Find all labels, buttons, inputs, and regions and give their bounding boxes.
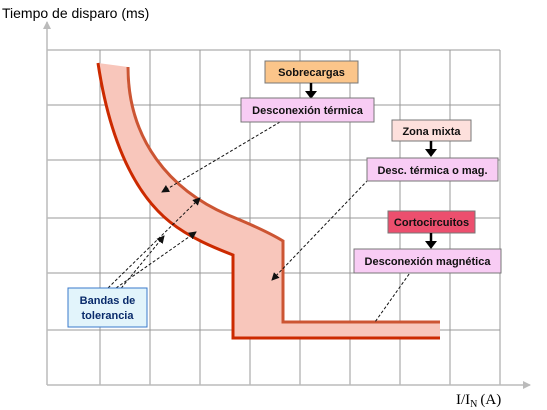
x-axis-title-subscript: N [470,399,477,410]
zona-mixta-arrow-head [425,149,437,157]
leader-bandas-1 [107,197,201,289]
zona-mixta-group: Zona mixta Desc. térmica o mag. [366,119,499,182]
upper-curve [126,66,440,324]
leader-magnetica [374,269,413,323]
cortocircuitos-group: Cortocircuitos Desconexión magnética [353,210,502,274]
cortocircuitos-label: Cortocircuitos [394,217,469,229]
desconexion-termica-label: Desconexión térmica [252,105,364,117]
sobrecargas-group: Sobrecargas Desconexión térmica [240,60,375,123]
sobrecargas-arrow-head [305,91,317,99]
sobrecargas-label: Sobrecargas [278,67,345,79]
zona-mixta-label: Zona mixta [402,126,461,138]
axes [43,21,531,389]
leader-termica [161,121,281,193]
desconexion-termica-box [240,97,375,123]
desc-termica-mag-label: Desc. térmica o mag. [377,165,487,177]
x-axis-title: I/IN(A) [456,392,501,410]
bandas-tolerancia-box [67,287,148,328]
bandas-tolerancia-group: Bandas de tolerancia [67,287,148,328]
x-axis-title-unit: (A) [480,392,501,408]
desconexion-magnetica-label: Desconexión magnética [365,256,492,268]
lower-curve [96,62,440,340]
desconexion-magnetica-box [353,248,502,274]
bandas-label-line1: Bandas de [80,295,136,307]
x-axis-title-main: I/I [456,392,470,408]
cortocircuitos-arrow-head [425,241,437,249]
leader-mixta [271,179,369,281]
bandas-label-line2: tolerancia [82,310,135,322]
y-axis-title: Tiempo de disparo (ms) [2,5,149,21]
tolerance-band [98,63,440,338]
desc-termica-mag-box [366,157,499,182]
leader-lines [107,121,413,323]
leader-bandas-3 [117,235,165,293]
